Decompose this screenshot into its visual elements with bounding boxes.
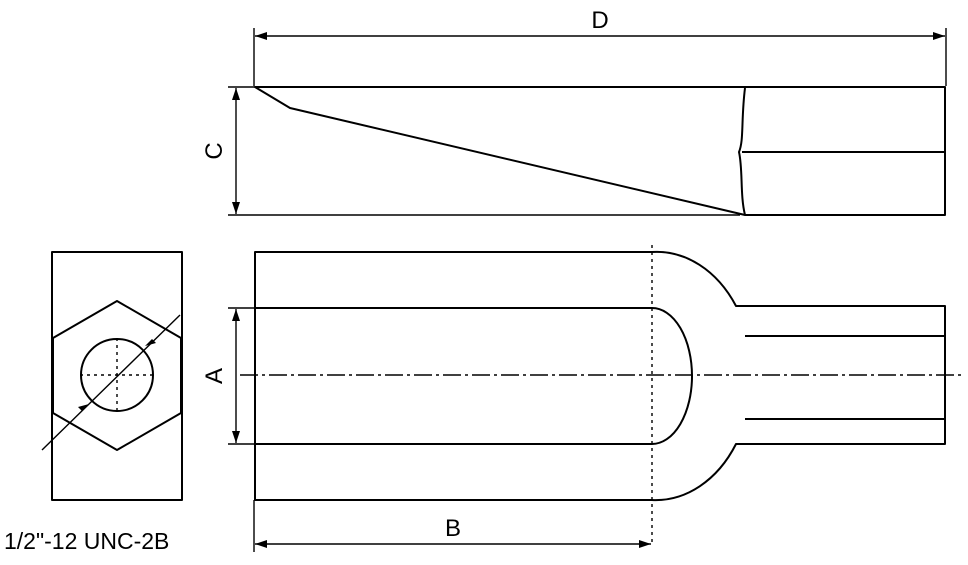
dimension-c: C	[201, 86, 740, 216]
dim-label-d: D	[591, 7, 608, 34]
dim-label-b: B	[445, 515, 461, 542]
dim-label-a: A	[201, 368, 228, 384]
end-view: 1/2"-12 UNC-2B	[4, 251, 183, 554]
leader-arrow	[145, 339, 156, 346]
break-line	[738, 87, 746, 216]
side-view-outline	[254, 86, 946, 216]
hex-outline	[52, 300, 182, 451]
side-view	[254, 86, 946, 216]
dimension-b: B	[253, 500, 651, 552]
thread-spec-label: 1/2"-12 UNC-2B	[4, 528, 169, 554]
plan-view	[240, 245, 962, 545]
slot-outline	[255, 307, 693, 445]
dim-label-c: C	[201, 142, 228, 159]
plan-view-outline	[254, 250, 946, 502]
dimension-d: D	[253, 7, 947, 86]
thread-leader-line	[41, 314, 181, 451]
dimension-a: A	[201, 307, 256, 445]
leader-arrow	[78, 404, 89, 411]
